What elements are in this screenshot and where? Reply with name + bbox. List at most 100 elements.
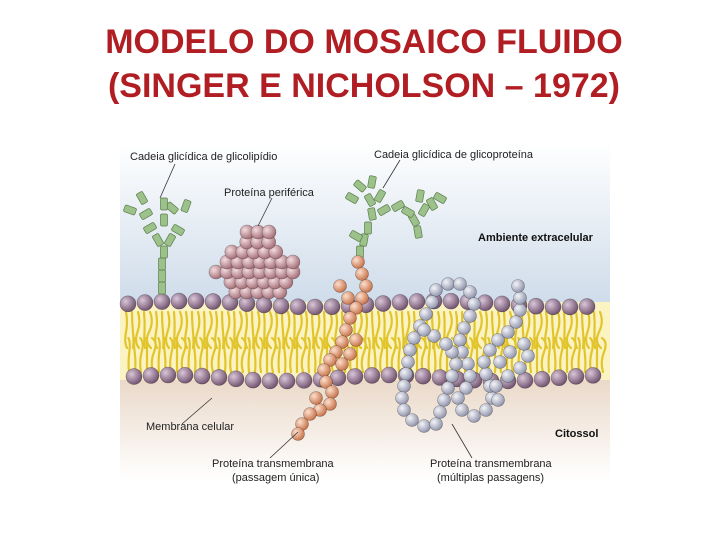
protein-subunit bbox=[463, 285, 477, 299]
phospholipid-head bbox=[278, 372, 296, 390]
protein-subunit bbox=[343, 311, 357, 325]
sugar-unit bbox=[160, 245, 168, 259]
sugar-unit bbox=[152, 233, 164, 247]
leader-lines bbox=[159, 159, 473, 459]
phospholipid-head bbox=[584, 367, 602, 384]
sugar-unit bbox=[180, 199, 192, 213]
phospholipid-head bbox=[295, 372, 313, 389]
protein-subunit bbox=[427, 329, 441, 343]
protein-subunit bbox=[429, 417, 443, 431]
phospholipid-head bbox=[193, 367, 211, 385]
cytosol-region bbox=[120, 380, 610, 480]
protein-subunit bbox=[335, 357, 349, 371]
protein-subunit bbox=[459, 381, 473, 395]
phospholipid-head bbox=[533, 370, 551, 388]
label-tm-single-line1: Proteína transmembrana bbox=[212, 458, 335, 470]
protein-subunit bbox=[291, 427, 305, 441]
protein-subunit bbox=[395, 391, 409, 405]
protein-subunit bbox=[445, 369, 459, 383]
protein-subunit bbox=[351, 255, 365, 269]
sugar-unit bbox=[171, 224, 185, 236]
protein-subunit bbox=[349, 333, 363, 347]
protein-subunit bbox=[493, 355, 507, 369]
protein-subunit bbox=[501, 369, 515, 383]
protein-subunit bbox=[491, 393, 505, 407]
phospholipid-head bbox=[346, 368, 364, 385]
protein-subunit bbox=[513, 303, 527, 317]
sugar-unit bbox=[139, 208, 153, 220]
sugar-unit bbox=[349, 230, 363, 242]
protein-subunit bbox=[441, 381, 455, 395]
phospholipid-head bbox=[516, 372, 534, 389]
phospholipid-head bbox=[119, 295, 137, 313]
sugar-unit bbox=[143, 222, 157, 234]
page-title-line1: MODELO DO MOSAICO FLUIDO bbox=[105, 23, 623, 61]
sugar-unit bbox=[418, 203, 430, 217]
protein-subunit bbox=[483, 343, 497, 357]
protein-subunit bbox=[405, 413, 419, 427]
sugar-unit bbox=[364, 221, 372, 235]
peripheral-protein bbox=[208, 224, 301, 300]
protein-subunit bbox=[479, 403, 493, 417]
protein-subunit bbox=[489, 379, 503, 393]
phospholipid-head bbox=[136, 294, 154, 311]
protein-subunit bbox=[323, 353, 337, 367]
single-pass-transmembrane-protein bbox=[291, 255, 373, 441]
protein-subunit bbox=[303, 407, 317, 421]
protein-subunit bbox=[323, 397, 337, 411]
protein-subunit bbox=[343, 347, 357, 361]
phospholipid-head bbox=[176, 366, 194, 384]
phospholipid-head bbox=[125, 368, 143, 385]
protein-subunit bbox=[359, 279, 373, 293]
protein-subunit bbox=[437, 393, 451, 407]
sugar-unit bbox=[160, 197, 168, 211]
label-tm-multi-line2: (múltiplas passagens) bbox=[437, 472, 544, 484]
sugar-unit bbox=[158, 257, 166, 271]
phospholipid-head bbox=[567, 368, 585, 385]
sugar-unit bbox=[158, 269, 166, 283]
phospholipid-head bbox=[272, 297, 290, 315]
protein-subunit bbox=[467, 409, 481, 423]
sugar-unit bbox=[353, 179, 367, 193]
sugar-unit bbox=[367, 207, 377, 221]
label-glycolipid-chain: Cadeia glicídica de glicolipídio bbox=[130, 151, 277, 163]
label-cytosol: Citossol bbox=[555, 428, 598, 440]
protein-subunit bbox=[333, 279, 347, 293]
protein-subunit bbox=[501, 325, 515, 339]
protein-subunit bbox=[441, 277, 455, 291]
protein-subunit bbox=[417, 323, 431, 337]
phospholipid-head bbox=[306, 298, 324, 316]
protein-subunit bbox=[397, 379, 411, 393]
protein-subunit bbox=[261, 224, 277, 240]
sugar-unit bbox=[377, 204, 391, 216]
protein-subunit bbox=[513, 361, 527, 375]
protein-subunit bbox=[285, 254, 301, 270]
protein-subunit bbox=[457, 321, 471, 335]
protein-subunit bbox=[309, 391, 323, 405]
phospholipid-head bbox=[187, 292, 205, 310]
sugar-unit bbox=[345, 192, 359, 204]
label-glycoprotein-chain: Cadeia glicídica de glicoproteína bbox=[374, 149, 534, 161]
sugar-unit bbox=[164, 233, 176, 247]
protein-subunit bbox=[511, 279, 525, 293]
protein-subunit bbox=[433, 405, 447, 419]
sugar-unit bbox=[413, 225, 423, 239]
glycan-chains bbox=[123, 175, 447, 295]
phospholipid-head bbox=[578, 298, 596, 315]
protein-subunit bbox=[429, 283, 443, 297]
sugar-unit bbox=[158, 281, 166, 295]
phospholipid-head bbox=[408, 293, 426, 310]
sugar-unit bbox=[123, 204, 137, 216]
protein-subunit bbox=[319, 375, 333, 389]
protein-subunit bbox=[339, 323, 353, 337]
phospholipid-head bbox=[550, 369, 568, 387]
protein-subunit bbox=[425, 295, 439, 309]
protein-subunit bbox=[503, 345, 517, 359]
phospholipid-head bbox=[527, 297, 545, 315]
protein-subunit bbox=[449, 357, 463, 371]
phospholipid-head bbox=[261, 372, 279, 390]
phospholipid-head bbox=[255, 296, 273, 314]
protein-subunit bbox=[341, 291, 355, 305]
multi-pass-transmembrane-protein bbox=[395, 277, 535, 433]
protein-subunit bbox=[397, 403, 411, 417]
